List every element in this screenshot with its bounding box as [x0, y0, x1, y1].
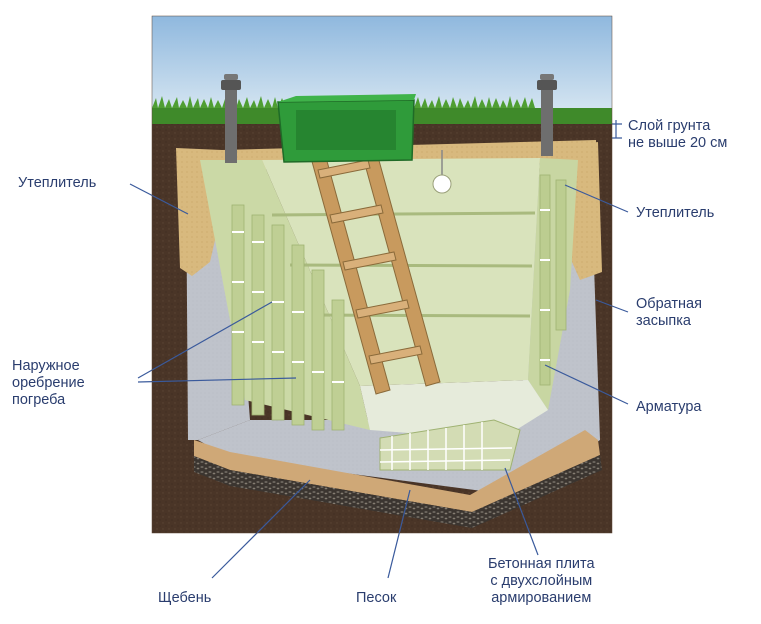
vent-pipe-left: [221, 74, 241, 163]
label-insulation-left: Утеплитель: [18, 175, 97, 191]
leader-slab: [504, 467, 539, 556]
left-wall-ribs: [231, 204, 345, 431]
leader-lines: [129, 120, 629, 579]
vent-pipe-right: [537, 74, 557, 156]
gravel-layer: [194, 455, 602, 528]
label-soil-layer: Слой грунта не выше 20 см: [628, 118, 727, 152]
label-soil-layer-line2: не выше 20 см: [628, 135, 728, 151]
label-backfill-line2: засыпка: [636, 313, 691, 329]
label-ribbing-line1: Наружное: [12, 358, 80, 374]
leader-ribbing-1: [137, 301, 273, 379]
label-slab-line1: Бетонная плита: [488, 556, 595, 572]
leader-sand: [387, 489, 411, 579]
label-slab-line3: армированием: [491, 590, 592, 606]
label-backfill-line1: Обратная: [636, 296, 702, 312]
leader-gravel: [211, 479, 311, 579]
rebar-marks: [232, 209, 550, 383]
label-sand: Песок: [356, 590, 397, 606]
label-insulation-right: Утеплитель: [636, 205, 715, 221]
floor-rebar-mat: [379, 419, 521, 471]
hatch: [277, 94, 416, 163]
label-ribbing-line3: погреба: [12, 392, 66, 408]
label-gravel: Щебень: [158, 590, 212, 606]
label-slab: Бетонная плита с двухслойным армирование…: [488, 556, 595, 607]
leader-insulation-left: [129, 183, 189, 215]
label-slab-line2: с двухслойным: [490, 573, 593, 589]
label-ribbing: Наружное оребрение погреба: [12, 358, 85, 409]
right-wall-ribs: [539, 174, 567, 386]
label-ribbing-line2: оребрение: [12, 375, 85, 391]
label-rebar: Арматура: [636, 399, 702, 415]
leader-ribbing-2: [137, 377, 297, 383]
leader-insulation-right: [564, 184, 629, 213]
frame: [151, 15, 613, 534]
lamp: [432, 150, 452, 194]
label-soil-layer-line1: Слой грунта: [628, 118, 711, 134]
leader-soil-layer: [612, 120, 622, 139]
label-backfill: Обратная засыпка: [636, 296, 702, 330]
leader-rebar: [544, 364, 629, 405]
sand-layer: [194, 430, 600, 512]
ladder: [299, 105, 441, 395]
